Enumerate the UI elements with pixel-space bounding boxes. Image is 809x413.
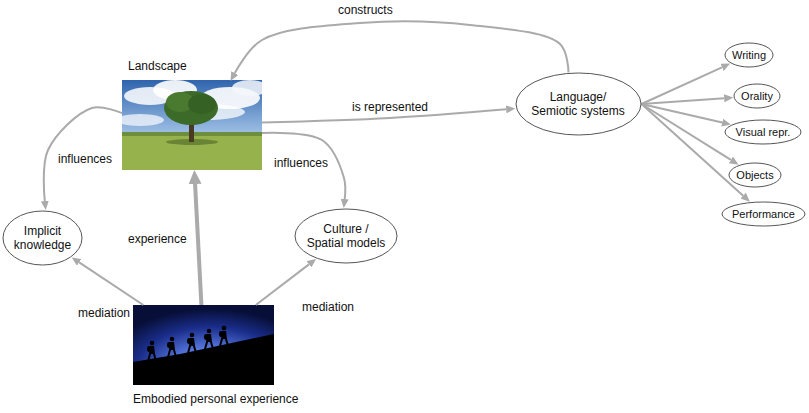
connector	[256, 264, 309, 305]
photo-caption: Embodied personal experience	[133, 392, 274, 406]
edge-label: mediation	[76, 306, 132, 320]
node-label: Writing	[732, 48, 766, 62]
photo-node: Embodied personal experience	[133, 305, 274, 385]
ellipse-node: Orality	[733, 83, 781, 109]
photo-caption: Landscape	[128, 59, 268, 73]
ellipse-node: Objects	[728, 162, 782, 188]
ellipse-node: Implicit knowledge	[2, 210, 83, 266]
connector	[642, 98, 725, 104]
ellipse-shape	[734, 84, 780, 108]
edge-label: influences	[272, 156, 330, 170]
node-label: Implicit knowledge	[12, 224, 74, 252]
edge-label: experience	[126, 232, 189, 246]
ellipse-shape	[3, 211, 82, 265]
node-label: Language/ Semiotic systems	[528, 90, 628, 118]
ellipse-shape	[725, 120, 801, 144]
connector	[235, 21, 569, 73]
ellipse-shape	[722, 202, 805, 226]
connector	[44, 107, 122, 201]
ellipse-node: Visual repr.	[724, 119, 802, 145]
node-label: Visual repr.	[736, 125, 791, 139]
connector	[79, 262, 143, 305]
ellipse-node: Language/ Semiotic systems	[515, 72, 642, 136]
landscape-photo	[122, 80, 262, 170]
edge-label: constructs	[336, 3, 395, 17]
node-label: Performance	[732, 207, 795, 221]
ellipse-shape	[516, 73, 641, 135]
ellipse-node: Culture / Spatial models	[294, 208, 398, 264]
hikers-photo	[133, 305, 274, 385]
ellipse-node: Performance	[721, 201, 806, 227]
edge-label: is represented	[350, 100, 430, 114]
ellipse-shape	[729, 163, 781, 187]
connector	[195, 184, 201, 305]
ellipse-shape	[725, 43, 773, 67]
node-label: Orality	[741, 89, 773, 103]
connector	[642, 104, 744, 196]
node-label: Culture / Spatial models	[305, 222, 387, 250]
connector	[642, 104, 731, 160]
connector	[262, 133, 345, 199]
node-label: Objects	[736, 168, 773, 182]
photo-node: Landscape	[122, 80, 262, 170]
ellipse-node: Writing	[724, 42, 774, 68]
ellipse-shape	[295, 209, 397, 263]
connector	[642, 104, 723, 123]
edge-label: mediation	[300, 300, 356, 314]
edge-label: influences	[56, 152, 114, 166]
